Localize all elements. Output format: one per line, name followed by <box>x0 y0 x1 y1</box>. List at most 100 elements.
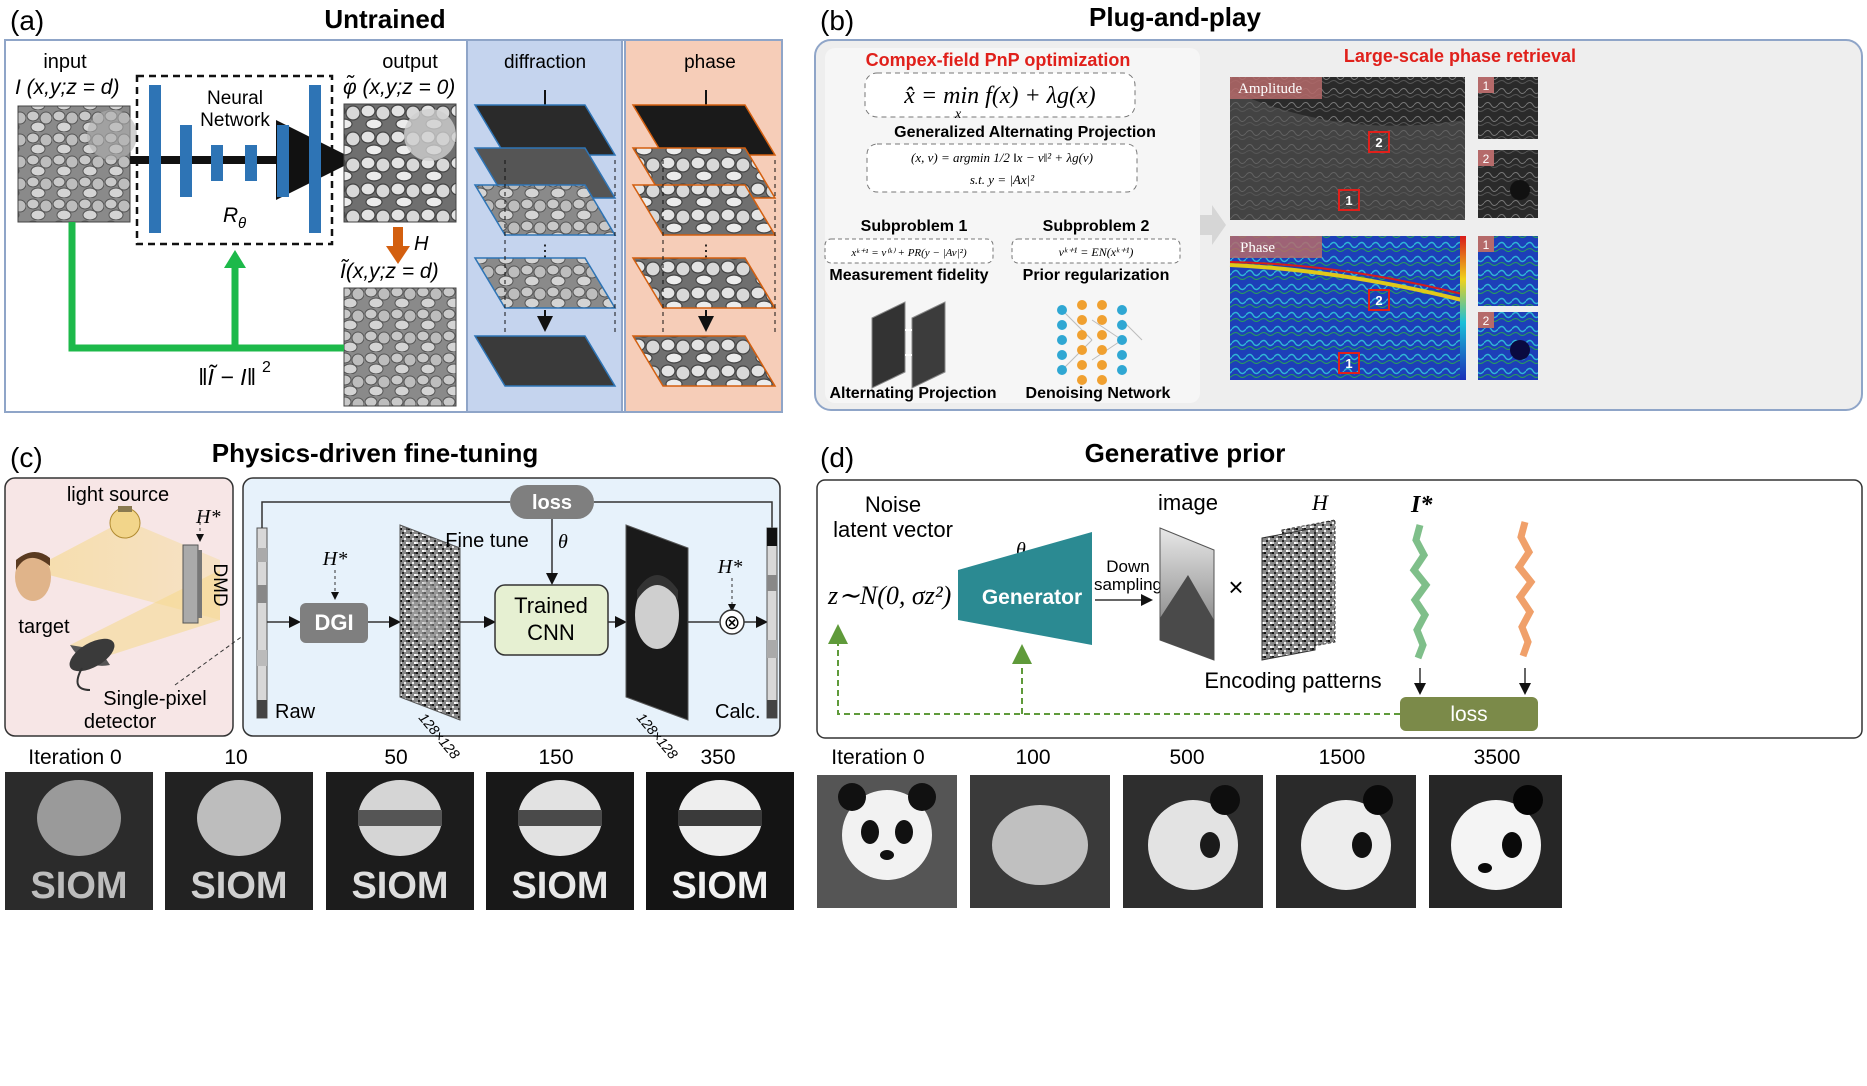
target-label: target <box>18 616 70 638</box>
iter-c-text-1: SIOM <box>190 865 287 907</box>
mountain-shape <box>1160 575 1214 660</box>
iter-d-ear-4 <box>1513 785 1543 815</box>
iter-c-label-2: 50 <box>384 746 407 769</box>
target-face-icon <box>15 553 51 601</box>
sub2-formula-box <box>1011 238 1181 264</box>
phase-zoom-2-tag <box>1478 312 1494 328</box>
panel-b-letter: (b) <box>820 5 854 36</box>
network-param: R <box>223 204 238 227</box>
noise-label-2: latent vector <box>833 517 953 542</box>
h-arrow-shaft <box>393 227 403 247</box>
cnn-label-2: CNN <box>527 620 575 645</box>
iter-c-circle-1 <box>197 780 281 856</box>
dmd-device-side <box>198 550 202 618</box>
dmd-label: DMD <box>209 563 230 606</box>
iter-d-blob-1 <box>992 805 1088 885</box>
iter-d-nose-4 <box>1478 863 1492 873</box>
iter-d-label-1: 100 <box>1015 746 1050 769</box>
fine-tune-theta: θ <box>558 531 568 553</box>
calc-signal-seg <box>767 575 777 591</box>
iter-d-eye-2 <box>1200 832 1220 858</box>
cnn-label-1: Trained <box>514 593 588 618</box>
phase-zoom-2-vessel <box>1510 340 1530 360</box>
generator-label: Generator <box>982 586 1082 609</box>
encoding-label: Encoding patterns <box>1204 668 1381 693</box>
network-layer <box>149 85 161 233</box>
iter-d-eye-4 <box>1502 832 1522 858</box>
diffraction-ellipsis: ⋮ <box>537 243 553 260</box>
estimated-signal <box>1514 521 1536 658</box>
diffraction-label: diffraction <box>504 52 586 73</box>
image-label: image <box>1158 490 1218 515</box>
diffraction-layer <box>473 104 617 156</box>
panel-c-letter: (c) <box>10 442 43 473</box>
dmd-pattern-label: H* <box>195 506 220 528</box>
amplitude-zoom-1-tag <box>1478 77 1494 93</box>
target-hair <box>16 551 50 570</box>
multiply-symbol: ⊗ <box>724 612 741 634</box>
phase-colorbar <box>1460 236 1466 380</box>
loss-line-right <box>594 501 773 528</box>
denoise-label: Denoising Network <box>1026 385 1171 402</box>
phase-zoom-1-tag <box>1478 236 1494 252</box>
measured-signal <box>1409 524 1431 660</box>
amplitude-roi-2 <box>1368 131 1390 153</box>
iter-c-band-2 <box>358 810 442 826</box>
phase-image <box>1230 236 1462 380</box>
phase-tissue-edge-red <box>1229 261 1463 295</box>
panel-b: (b) Plug-and-play Compex-field PnP optim… <box>814 2 1863 411</box>
phase-tissue-edge <box>1229 263 1463 302</box>
panel-c: (c) Physics-driven fine-tuning light sou… <box>4 438 794 910</box>
iter-c-text-3: SIOM <box>511 865 608 907</box>
panel-d-title: Generative prior <box>1085 438 1286 468</box>
gap-formula-1: (x, v) = argmin 1/2 ‖x − v‖² + λg(v) <box>911 150 1093 165</box>
retrieval-title: Large-scale phase retrieval <box>1344 46 1576 66</box>
phase-ellipsis: ⋮ <box>698 243 714 260</box>
calc-signal-seg <box>767 640 777 658</box>
iter-c-label-1: 10 <box>224 746 247 769</box>
panel-a-letter: (a) <box>10 5 44 36</box>
network-layer <box>211 145 223 181</box>
network-label-2: Network <box>200 110 270 131</box>
cnn-block <box>494 584 609 656</box>
output-formula: φ̃ (x,y;z = 0) <box>343 75 455 99</box>
dgi-block <box>300 603 368 643</box>
network-param-sub: θ <box>238 215 246 232</box>
input-formula: I (x,y;z = d) <box>15 76 119 99</box>
iter-d-ear-0b <box>908 783 936 811</box>
phase-tag: Phase <box>1240 240 1275 256</box>
amplitude-zoom-2-tag <box>1478 150 1494 166</box>
panel-c-title: Physics-driven fine-tuning <box>212 438 539 468</box>
feedback-line <box>68 222 344 352</box>
iteration-results-c: Iteration 0 10 50 150 350 SIOM SIOM SIOM… <box>5 746 794 910</box>
iter-d-panda-face-3 <box>1301 800 1391 890</box>
alt-proj-plane <box>871 301 906 389</box>
output-image-nucleus <box>404 109 456 161</box>
feedback-arrow-head <box>224 250 246 268</box>
iter-d-panda-face-0 <box>842 790 932 880</box>
iter-c-circle-0 <box>37 780 121 856</box>
loss-formula: ‖Ĩ − I‖ <box>198 364 256 390</box>
loss-power: 2 <box>262 359 271 376</box>
iter-c-text-4: SIOM <box>671 865 768 907</box>
network-layer <box>245 145 257 181</box>
network-layer <box>277 125 289 197</box>
feedback-to-latent <box>828 624 1400 715</box>
raw-signal-seg <box>257 650 267 666</box>
iter-d-ear-0 <box>838 783 866 811</box>
phase-layer <box>631 104 777 156</box>
iter-d-ear-3 <box>1363 785 1393 815</box>
detector-label-2: detector <box>84 711 157 733</box>
loss-block <box>1400 697 1538 731</box>
sub1-label: Measurement fidelity <box>829 267 988 284</box>
down-label-1: Down <box>1106 557 1149 576</box>
panel-b-title: Plug-and-play <box>1089 2 1261 32</box>
dmd-device <box>182 544 199 624</box>
phase-label: phase <box>684 52 736 73</box>
h-arrow-head <box>386 246 410 264</box>
diffraction-layer <box>473 335 617 387</box>
phase-roi-2-label: 2 <box>1375 293 1382 308</box>
gap-formula-box <box>866 143 1138 193</box>
iter-c-label-3: 150 <box>538 746 573 769</box>
iter-d-eye-0b <box>895 820 913 844</box>
